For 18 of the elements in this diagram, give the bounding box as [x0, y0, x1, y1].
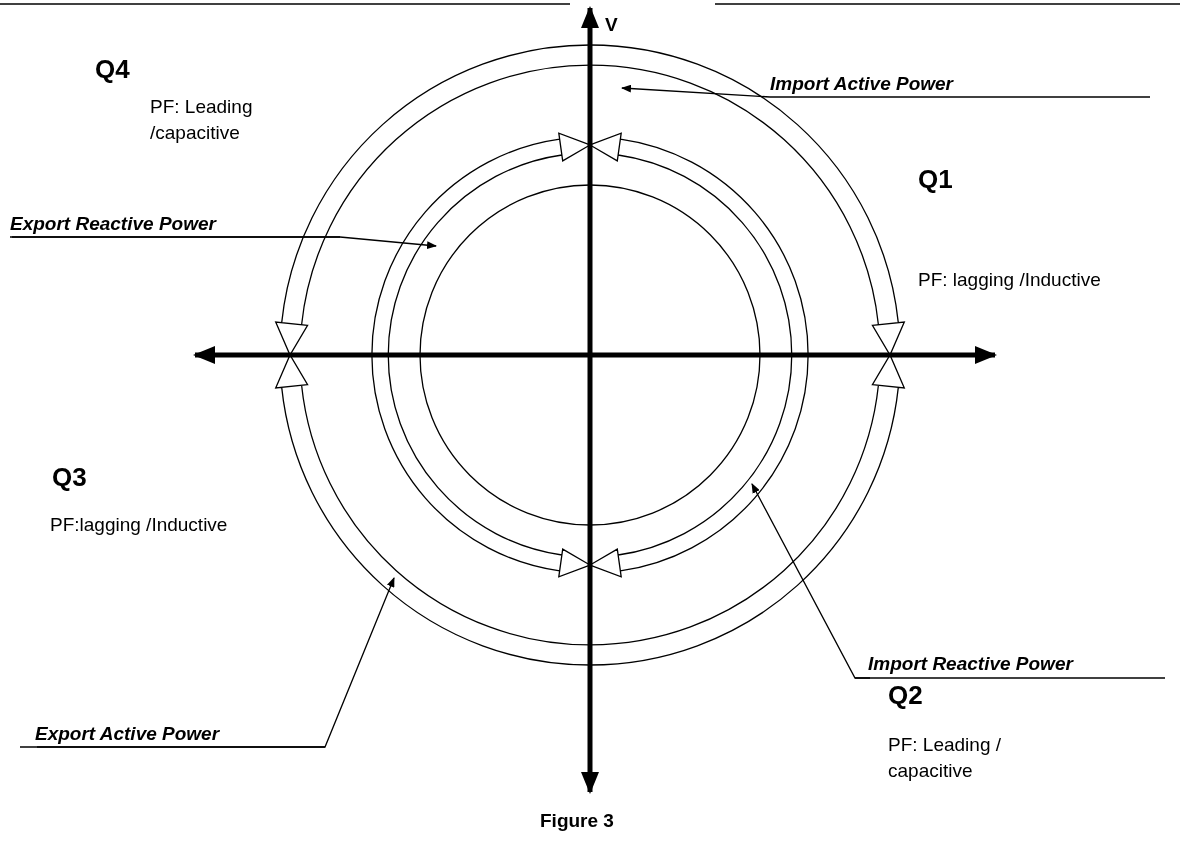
- leader-line: [621, 84, 771, 98]
- power-factor-note: PF: Leading /capacitive: [150, 95, 254, 145]
- callout-label: Import Reactive Power: [868, 651, 1073, 677]
- power-factor-note: PF:lagging /Inductive: [50, 513, 228, 537]
- quadrant-label: Q1: [918, 163, 953, 196]
- leader-line: [11, 236, 437, 250]
- callout-label: Export Active Power: [35, 721, 220, 747]
- axis-label: V: [605, 13, 618, 37]
- power-factor-note: PF: Leading / capacitive: [888, 733, 1003, 783]
- figure-caption: Figure 3: [540, 809, 614, 833]
- callout-label: Import Active Power: [770, 71, 953, 97]
- leader-line: [36, 577, 395, 748]
- callout-label: Export Reactive Power: [10, 211, 216, 237]
- quadrant-label: Q3: [52, 461, 87, 494]
- quadrant-label: Q4: [95, 53, 130, 86]
- leader-line: [751, 483, 871, 679]
- power-factor-note: PF: lagging /Inductive: [918, 268, 1101, 292]
- quadrant-label: Q2: [888, 679, 923, 712]
